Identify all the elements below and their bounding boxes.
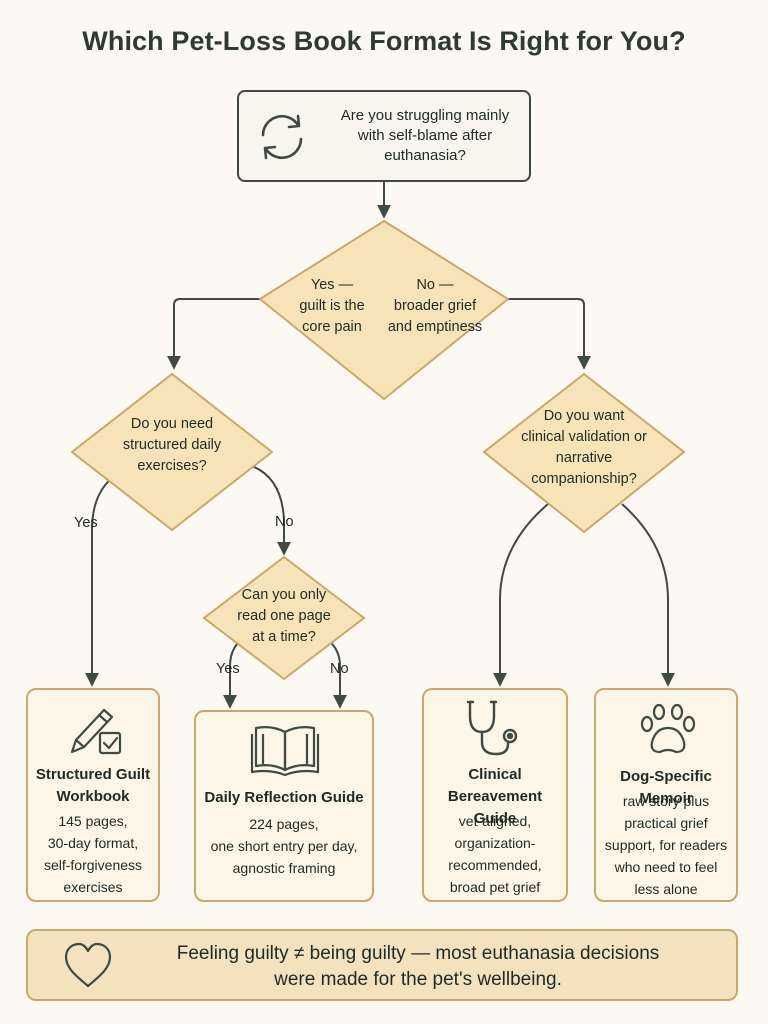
pencil-checkbox-icon — [70, 708, 122, 755]
result-title: Daily Reflection Guide — [204, 789, 364, 806]
result-description: vet-aligned, organization- recommended, … — [448, 813, 542, 895]
left-question-text: Do you need structured daily exercises? — [122, 416, 222, 474]
page-title: Which Pet-Loss Book Format Is Right for … — [82, 26, 686, 56]
decision-diamond-sub — [202, 555, 366, 681]
heart-icon — [64, 942, 112, 988]
connector-left-yes — [85, 477, 113, 687]
sub-question-text: Can you only read one page at a time? — [237, 587, 331, 645]
connector-no-right — [506, 298, 591, 370]
left-no-label: No — [275, 514, 294, 530]
right-question-text: Do you want clinical validation or narra… — [521, 408, 647, 487]
connector-left-no — [251, 465, 291, 556]
result-card-daily-reflection: Daily Reflection Guide 224 pages, one sh… — [194, 710, 374, 902]
stethoscope-icon — [466, 700, 518, 756]
result-title: Clinical Bereavement Guide — [447, 766, 543, 827]
connector-right-clinical — [493, 503, 549, 687]
start-question-box: Are you struggling mainly with self-blam… — [237, 90, 531, 182]
result-title: Structured Guilt Workbook — [35, 766, 151, 805]
sub-no-label: No — [330, 661, 349, 677]
open-book-icon — [250, 726, 320, 777]
banner-text: Feeling guilty ≠ being guilty — most eut… — [176, 943, 660, 990]
decision-diamond-right — [482, 372, 686, 534]
decision-diamond-main — [258, 219, 510, 401]
connector-right-memoir — [621, 503, 675, 687]
result-description: raw story plus practical grief support, … — [604, 793, 728, 897]
result-card-memoir: Dog-Specific Memoir raw story plus pract… — [594, 688, 738, 902]
reassurance-banner: Feeling guilty ≠ being guilty — most eut… — [26, 929, 738, 1001]
start-question-text: Are you struggling mainly with self-blam… — [340, 107, 510, 164]
result-title: Dog-Specific Memoir — [620, 768, 712, 807]
decision-diamond-left — [70, 372, 274, 532]
sub-yes-label: Yes — [216, 661, 240, 677]
result-description: 224 pages, one short entry per day, agno… — [210, 816, 358, 876]
decision-yes-label: Yes — guilt is the core pain — [299, 277, 365, 335]
left-yes-label: Yes — [74, 515, 98, 531]
result-description: 145 pages, 30-day format, self-forgivene… — [43, 813, 143, 895]
connector-yes-left — [167, 298, 262, 370]
cycle-arrows-icon — [261, 114, 303, 160]
paw-print-icon — [640, 703, 696, 754]
decision-no-label: No — broader grief and emptiness — [387, 277, 483, 335]
result-card-clinical: Clinical Bereavement Guide vet-aligned, … — [422, 688, 568, 902]
result-card-workbook: Structured Guilt Workbook 145 pages, 30-… — [26, 688, 160, 902]
